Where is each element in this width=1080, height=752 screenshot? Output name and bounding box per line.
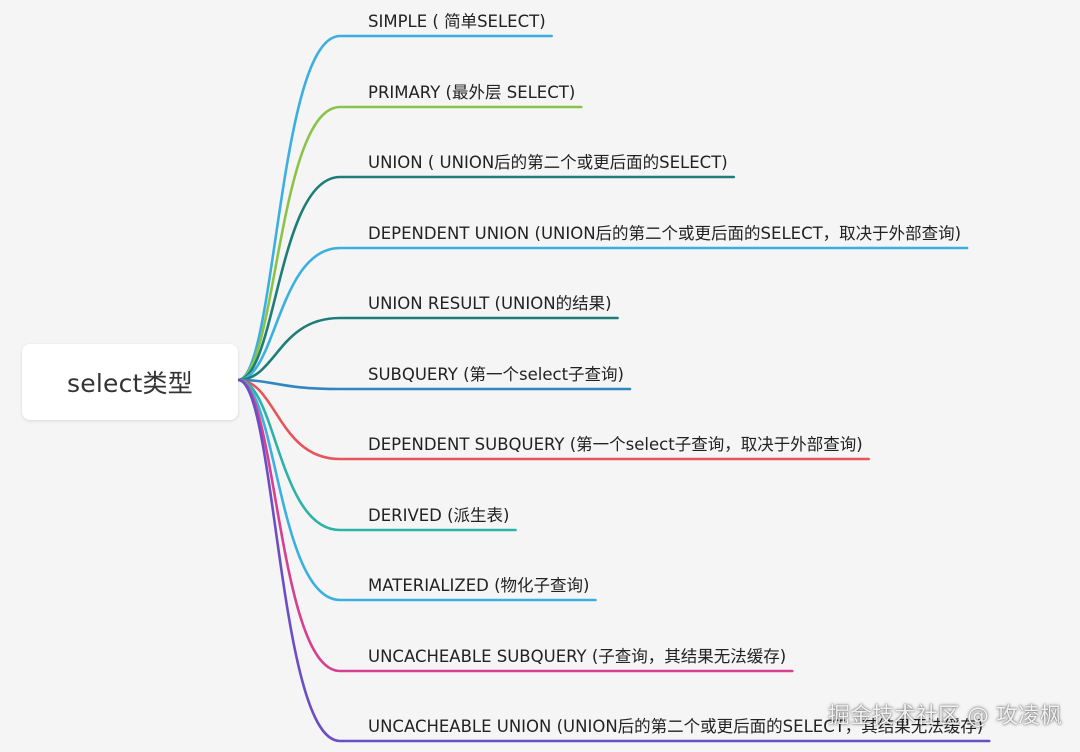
branch-node-label[interactable]: UNION RESULT (UNION的结果): [368, 294, 612, 313]
branch-connector: [236, 378, 870, 461]
branch-connector: [236, 378, 517, 532]
branch-connector: [236, 378, 632, 391]
branch-node-label[interactable]: MATERIALIZED (物化子查询): [368, 576, 590, 595]
branch-connector: [236, 246, 969, 382]
branch-node-label[interactable]: DERIVED (派生表): [368, 506, 510, 525]
branch-connector: [236, 378, 597, 602]
branch-connector: [236, 316, 619, 382]
branch-node-label[interactable]: UNION ( UNION后的第二个或更后面的SELECT): [368, 153, 728, 172]
branch-node-label[interactable]: DEPENDENT UNION (UNION后的第二个或更后面的SELECT，取…: [368, 224, 962, 243]
branch-node-label[interactable]: SUBQUERY (第一个select子查询): [368, 365, 624, 384]
branch-node-label[interactable]: SIMPLE ( 简单SELECT): [368, 12, 546, 31]
branch-node-label[interactable]: UNCACHEABLE UNION (UNION后的第二个或更后面的SELECT…: [368, 717, 984, 736]
branch-node-label[interactable]: PRIMARY (最外层 SELECT): [368, 83, 576, 102]
watermark: 掘金技术社区 @ 攻凌枫: [828, 704, 1062, 729]
branch-connector: [236, 34, 553, 382]
root-node[interactable]: select类型: [22, 344, 238, 420]
branch-connector: [236, 175, 736, 382]
branch-connector: [236, 105, 583, 382]
branch-node-label[interactable]: DEPENDENT SUBQUERY (第一个select子查询，取决于外部查询…: [368, 435, 863, 454]
root-node-label: select类型: [67, 369, 193, 398]
branch-node-label[interactable]: UNCACHEABLE SUBQUERY (子查询，其结果无法缓存): [368, 647, 787, 666]
branch-connector: [236, 378, 794, 673]
branch-connector: [236, 378, 991, 743]
